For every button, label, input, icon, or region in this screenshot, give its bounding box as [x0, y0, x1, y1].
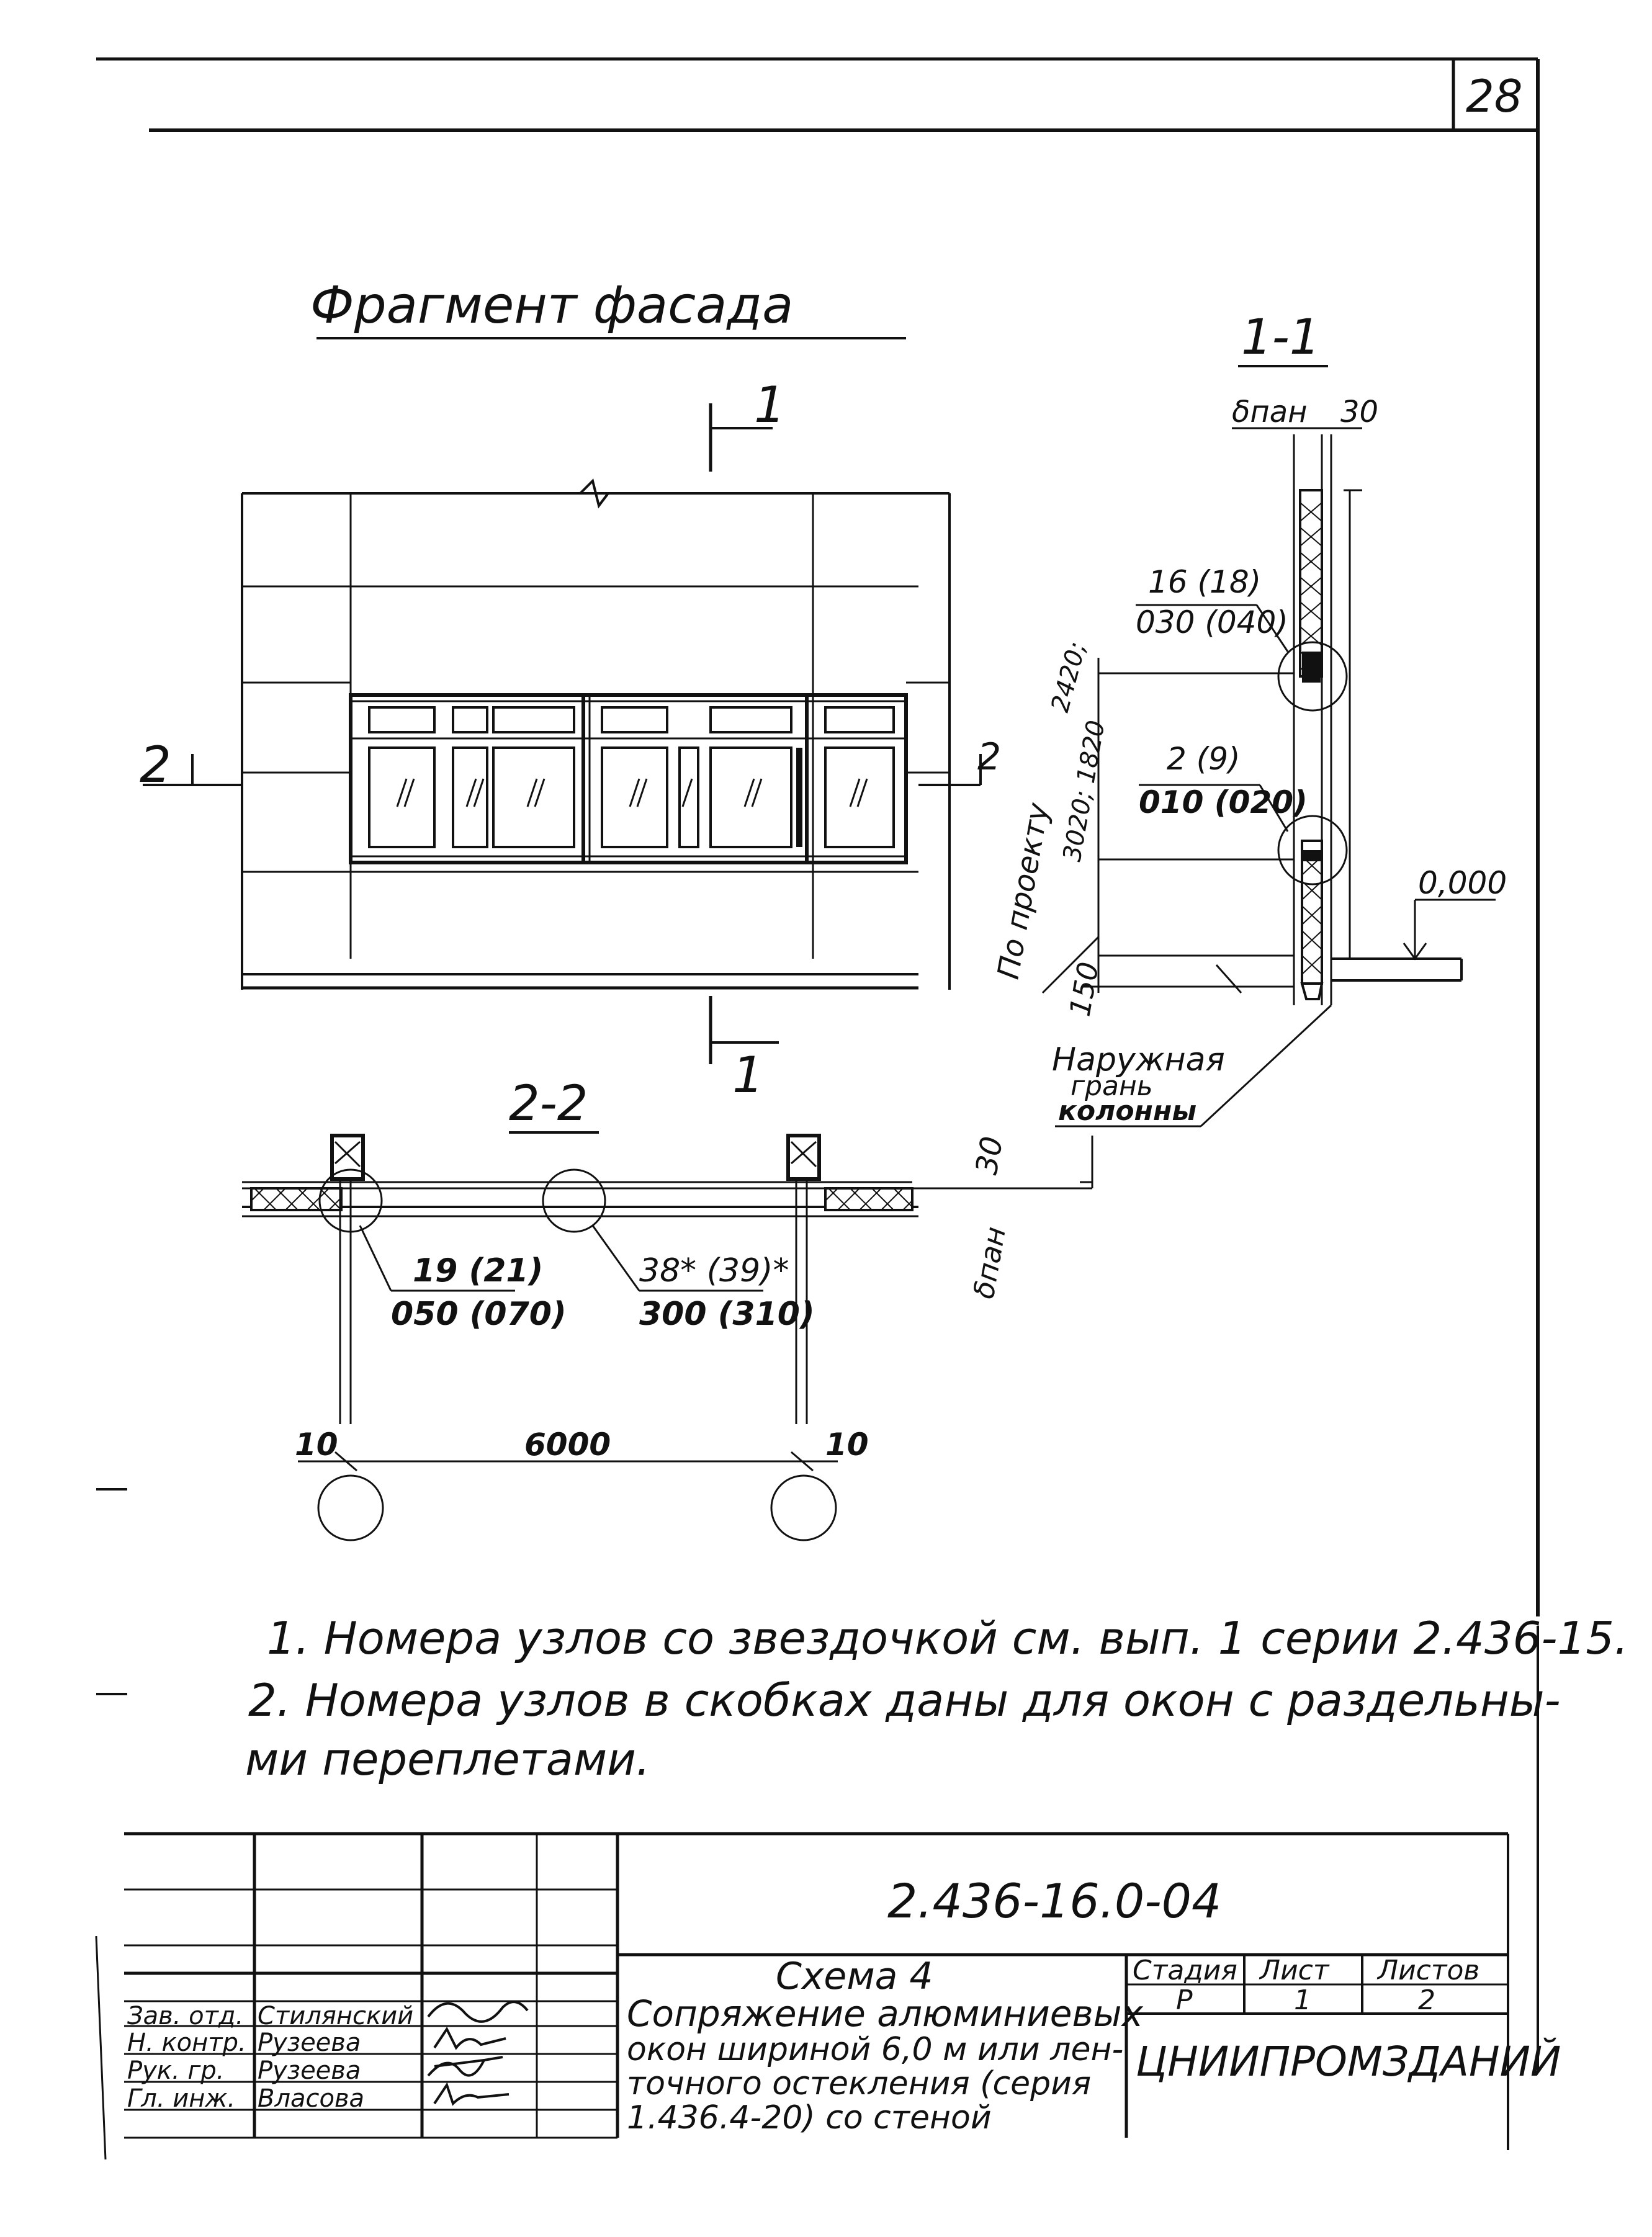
description-line-4: 1.436.4-20) со стеной — [627, 2099, 992, 2136]
section-1-1-bpan-label: δпан — [1232, 395, 1308, 429]
signature-mark-2 — [433, 2027, 506, 2050]
document-code: 2.436-16.0-04 — [887, 1873, 1221, 1929]
section-2-marker-left: 2 — [140, 736, 171, 794]
vertical-dim-label: По проекту — [991, 800, 1056, 982]
node-left-number: 19 (21) — [413, 1252, 543, 1289]
signature-role-1: Зав. отд. — [127, 2002, 243, 2030]
section-1-1: 1-1 δпан 30 16 (18) 030 (040) 2 (9) 010 … — [991, 310, 1507, 1127]
description-line-2: окон шириной 6,0 м или лен- — [627, 2031, 1123, 2068]
section-1-1-title: 1-1 — [1241, 310, 1320, 365]
dim-right-10: 10 — [825, 1427, 869, 1463]
vertical-dim-values-b: 3020; 1820 — [1058, 718, 1111, 863]
section-1-marker-bottom: 1 — [732, 1046, 764, 1104]
dim-span-6000: 6000 — [524, 1427, 611, 1463]
signature-name-1: Стилянский — [258, 2002, 413, 2030]
facade-fragment: Фрагмент фасада 1 — [140, 276, 1001, 1104]
node-lower-code: 010 (020) — [1139, 784, 1308, 820]
note-1: 1. Номера узлов со звездочкой см. вып. 1… — [267, 1612, 1628, 1664]
level-mark: 0,000 — [1418, 865, 1507, 901]
section-2-2: 2-2 30 δпан 19 (21) 050 (070) 38* (39)* — [242, 1076, 1093, 1541]
note-2: 2. Номера узлов в скобках даны для окон … — [248, 1674, 1561, 1726]
signature-mark-1 — [427, 2001, 529, 2023]
notes: 1. Номера узлов со звездочкой см. вып. 1… — [245, 1612, 1628, 1785]
description-line-1: Сопряжение алюминиевых — [627, 1993, 1143, 2035]
node-left-code: 050 (070) — [391, 1296, 567, 1333]
signature-rows: Зав. отд. Стилянский Н. контр. Рузеева Р… — [127, 2001, 529, 2113]
stage-header: Стадия — [1133, 1955, 1237, 1986]
sheets-value: 2 — [1418, 1984, 1435, 2016]
outer-face-label-3: колонны — [1058, 1095, 1196, 1127]
note-3: ми переплетами. — [245, 1733, 650, 1785]
node-mid-code: 300 (310) — [639, 1296, 815, 1333]
sheet-value: 1 — [1294, 1984, 1311, 2016]
section-1-marker-top: 1 — [754, 376, 786, 434]
node-upper-number: 16 (18) — [1148, 564, 1261, 600]
section-2-2-title: 2-2 — [509, 1076, 588, 1132]
sheets-header: Листов — [1376, 1955, 1479, 1986]
signature-mark-3 — [427, 2056, 503, 2077]
scheme-title: Схема 4 — [776, 1955, 933, 1998]
description-line-3: точного остекления (серия — [627, 2065, 1091, 2102]
signature-role-3: Рук. гр. — [127, 2056, 225, 2085]
dim-150: 150 — [1063, 959, 1105, 1019]
stage-value: Р — [1176, 1984, 1193, 2016]
signature-name-3: Рузеева — [258, 2056, 361, 2085]
signature-role-4: Гл. инж. — [127, 2084, 235, 2113]
node-mid-number: 38* (39)* — [639, 1252, 789, 1289]
dim-bpan-section-2: δпан — [967, 1224, 1012, 1301]
organization: ЦНИИПРОМЗДАНИЙ — [1136, 2037, 1561, 2086]
signature-name-2: Рузеева — [258, 2029, 361, 2057]
section-2-marker-right: 2 — [977, 735, 1001, 779]
section-1-1-30-label: 30 — [1340, 395, 1378, 429]
page-number: 28 — [1466, 70, 1523, 122]
signature-name-4: Власова — [258, 2084, 364, 2113]
signature-role-2: Н. контр. — [127, 2029, 246, 2057]
dim-left-10: 10 — [295, 1427, 338, 1463]
outer-face-label-1: Наружная — [1052, 1041, 1225, 1078]
signature-mark-4 — [433, 2082, 510, 2106]
facade-title: Фрагмент фасада — [310, 276, 793, 335]
title-block: 2.436-16.0-04 Схема 4 Сопряжение алюмини… — [124, 1834, 1561, 2139]
node-lower-number: 2 (9) — [1167, 741, 1241, 777]
outer-face-label-2: грань — [1071, 1070, 1153, 1102]
node-upper-code: 030 (040) — [1136, 604, 1288, 640]
dim-30-section-2: 30 — [969, 1134, 1010, 1177]
vertical-dim-values-a: 2420; — [1046, 639, 1092, 715]
sheet-frame — [95, 57, 1540, 2160]
sheet-header: Лист — [1259, 1955, 1330, 1986]
